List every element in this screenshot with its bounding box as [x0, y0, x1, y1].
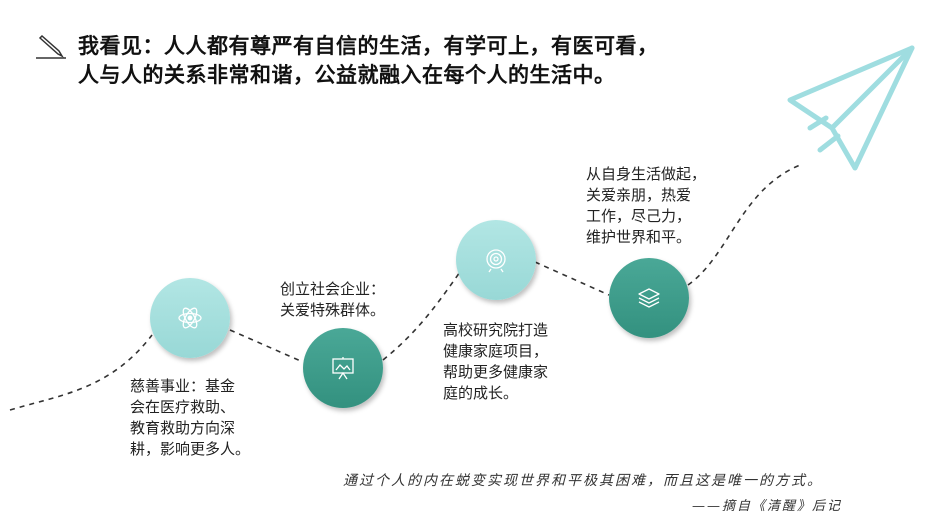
presentation-icon: [332, 357, 354, 380]
text-line: 教育救助方向深: [130, 419, 236, 437]
pencil-icon: [36, 34, 66, 59]
text-line: 庭的成长。: [443, 384, 519, 402]
text-line: 关爱特殊群体。: [280, 301, 386, 319]
text-line: 维护世界和平。: [586, 228, 692, 246]
text-line: 关爱亲朋，热爱: [586, 186, 692, 204]
target-icon: [486, 249, 506, 273]
step-3-description: 高校研究院打造 健康家庭项目， 帮助更多健康家 庭的成长。: [443, 320, 548, 404]
text-line: 会在医疗救助、: [130, 398, 236, 416]
quote-source: ——摘自《清醒》后记: [692, 499, 843, 514]
text-line: 从自身生活做起，: [586, 165, 707, 183]
title-line-1: 我看见：人人都有尊严有自信的生活，有学可上，有医可看，: [78, 34, 659, 58]
step-4-description: 从自身生活做起， 关爱亲朋，热爱 工作，尽己力， 维护世界和平。: [586, 164, 706, 248]
text-line: 慈善事业：基金: [130, 377, 236, 395]
layers-icon: [638, 288, 660, 308]
step-1-circle: [150, 278, 230, 358]
step-2-circle: [303, 328, 383, 408]
text-line: 耕，影响更多人。: [130, 440, 251, 458]
text-line: 健康家庭项目，: [443, 342, 549, 360]
title-line-2: 人与人的关系非常和谐，公益就融入在每个人的生活中。: [78, 63, 616, 87]
step-1-description: 慈善事业：基金 会在医疗救助、 教育救助方向深 耕，影响更多人。: [130, 376, 250, 460]
atom-icon: [178, 307, 202, 329]
page-title: 我看见：人人都有尊严有自信的生活，有学可上，有医可看， 人与人的关系非常和谐，公…: [78, 32, 659, 90]
text-line: 高校研究院打造: [443, 321, 549, 339]
text-line: 帮助更多健康家: [443, 363, 549, 381]
text-line: 工作，尽己力，: [586, 207, 692, 225]
step-2-description: 创立社会企业： 关爱特殊群体。: [280, 279, 385, 321]
step-3-circle: [456, 220, 536, 300]
text-line: 创立社会企业：: [280, 280, 386, 298]
paper-plane-icon: [787, 45, 915, 171]
step-4-circle: [609, 258, 689, 338]
quote: 通过个人的内在蜕变实现世界和平极其困难，而且这是唯一的方式。: [343, 473, 823, 489]
